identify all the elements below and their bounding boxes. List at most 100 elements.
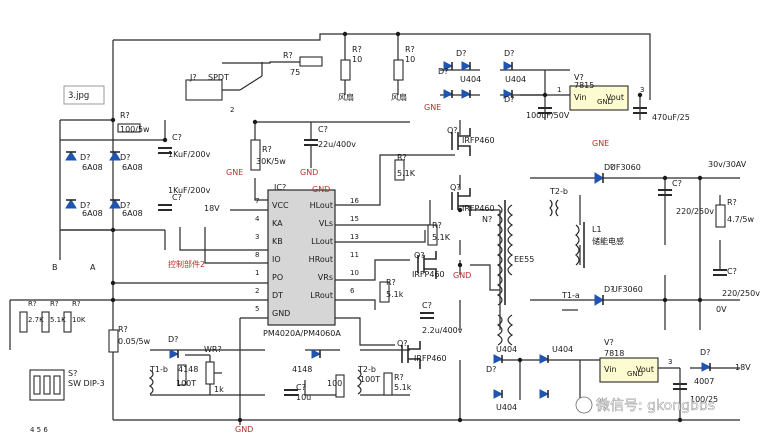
bridge-d1-ref: D? (80, 153, 90, 162)
gnd-label-ic: GND (312, 185, 330, 194)
r100b-value: 100 (327, 379, 342, 388)
gate-resistor-3: R? 5.1k (379, 278, 404, 303)
input-b: B (52, 263, 58, 272)
aux-rectifier-top: D? U404 D? U404 D? D? GNE (424, 49, 526, 112)
mosfet-q2: Q? IRFP460 (450, 183, 495, 216)
regulator-7815: V? 7815 Vin GND Vout 1 3 100uF/50V 470uF… (526, 73, 690, 148)
inductor-l1: L1 储能电感 (575, 222, 624, 268)
bulk-capacitors: C? 1KuF/200v C? 1KuF/200v (158, 133, 211, 211)
output-diode-2: D? UF3060 (594, 285, 643, 306)
r51-sense-value: 5.1k (394, 383, 412, 392)
reg2-cout: 100/25 (690, 395, 718, 404)
r-5k1-ref: R? (50, 300, 59, 308)
reg1-part: 7815 (574, 81, 594, 90)
rg1-value: 5.1K (397, 169, 416, 178)
c2u2-ref: C? (422, 301, 432, 310)
or-value: 4.7/5w (727, 215, 755, 224)
fan2-name: 风扇 (391, 92, 407, 102)
r100-sense-value: 100T (176, 379, 196, 388)
uf1-part: UF3060 (610, 163, 641, 172)
bridge-d1-value: 6A08 (82, 163, 103, 172)
gnd-label-1: GND (300, 168, 318, 177)
ct-t1a: T1-a (561, 291, 580, 311)
reg2-gnd: GND (627, 370, 643, 378)
ic-pin-number: 5 (255, 305, 259, 313)
q3-ref: Q? (414, 251, 425, 260)
bridge-d4-ref: D? (120, 201, 130, 210)
output-diode-1: D? UF3060 (594, 163, 641, 184)
ic-pin-name: HRout (309, 255, 333, 264)
relay-pin-no: 2 (230, 106, 234, 114)
mosfet-q3: Q? IRFP460 GND (412, 251, 471, 280)
pot-value: 1k (214, 385, 224, 394)
l1-name: 储能电感 (592, 236, 624, 246)
ic-part: PM4020A/PM4060A (263, 329, 341, 338)
uf1-ref: D? (604, 163, 614, 172)
c22u-value: 22u/400v (318, 140, 356, 149)
q2-ref: Q? (450, 183, 461, 192)
aux2-ref: D? (504, 49, 514, 58)
aux7-part: U404 (552, 345, 573, 354)
ic-pin-name: LRout (310, 291, 333, 300)
bridge-d3-value: 6A08 (82, 209, 103, 218)
reg1-vout: Vout (606, 93, 624, 102)
dip-value: SW DIP-3 (68, 379, 105, 388)
diode-4007: D? 4007 18V (694, 348, 751, 386)
relay: J? SPDT 2 (185, 62, 263, 114)
r75-ref: R? (283, 51, 293, 60)
t2b2-label: T2-b (357, 365, 376, 374)
dip-ref: S? (68, 369, 77, 378)
ic-pin-number: 6 (350, 287, 355, 295)
oc2-value: 220/250v (722, 289, 760, 298)
r75-value: 75 (290, 68, 300, 77)
resistor-30k: R? 30K/5w GNE (226, 139, 286, 177)
ic-pin-name: VRs (318, 273, 333, 282)
reg2-part: 7818 (604, 349, 624, 358)
c-top-ref: C? (172, 133, 182, 142)
reg1-pin3: 3 (640, 86, 644, 94)
control-label: 控制部件2 (168, 259, 205, 269)
oc1-value: 220/250v (676, 207, 714, 216)
ic-pin-number: 13 (350, 233, 359, 241)
r30k-value: 30K/5w (256, 157, 286, 166)
fan-resistor-1: R? 10 风扇 (338, 45, 362, 102)
shunt-value: 0.05/5w (118, 337, 151, 346)
bridge-d2-ref: D? (120, 153, 130, 162)
junction-dots (110, 31, 703, 423)
regulator-7818: V? 7818 Vin GND Vout 3 100/25 (599, 338, 718, 404)
t1b-label: T1-b (149, 365, 168, 374)
aux5-part: U404 (496, 345, 517, 354)
dip-resistors: R? 2.7K R? 5.1K R? 10K (19, 300, 86, 333)
c-top-value: 1KuF/200v (168, 150, 211, 159)
reg2-ref: V? (604, 338, 614, 347)
uf2-ref: D? (604, 285, 614, 294)
dip-switch: S? SW DIP-3 4 5 6 (29, 369, 105, 434)
pot-ref: WR? (204, 345, 222, 354)
sense-t1b: T1-b 100T D? 4148 (148, 335, 198, 395)
resistor-100-5w: R? 100/5w (117, 111, 150, 134)
r30k-ref: R? (262, 145, 272, 154)
aux8-ref: D? (486, 365, 496, 374)
watermark: 微信号: gkongbbs (575, 396, 715, 414)
rg2-ref: R? (432, 221, 442, 230)
ic-pin-number: 3 (255, 233, 259, 241)
ic-ref: IC? (274, 183, 286, 192)
ic-pin-number: 8 (255, 251, 259, 259)
bridge-d4-value: 6A08 (122, 209, 143, 218)
aux1-part: U404 (460, 75, 481, 84)
output-voltage: 30v/30AV (708, 160, 747, 169)
dip-pins: 4 5 6 (30, 426, 48, 434)
ic-pin-name: KB (272, 237, 283, 246)
c-bot-value: 1KuF/200v (168, 186, 211, 195)
reg1-cin: 100uF/50V (526, 111, 570, 120)
oc2-ref: C? (727, 267, 737, 276)
middle-sense: 4148 C? 10u 100 (284, 349, 345, 402)
ic-pin-name: LLout (311, 237, 333, 246)
fan1-ref: R? (352, 45, 362, 54)
t2b-label: T2-b (549, 187, 568, 196)
mosfet-q4: Q? IRFP460 (397, 339, 447, 369)
input-a: A (90, 263, 96, 272)
q4-ref: Q? (397, 339, 408, 348)
